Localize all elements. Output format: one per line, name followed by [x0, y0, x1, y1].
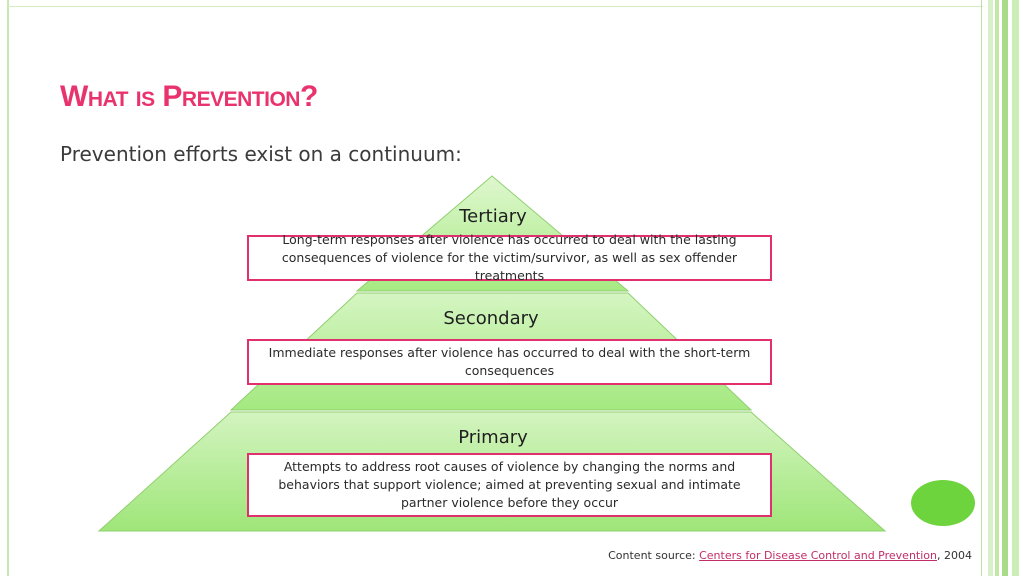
source-prefix: Content source:: [608, 549, 700, 562]
tier-title-tertiary: Tertiary: [459, 206, 527, 227]
content-source: Content source: Centers for Disease Cont…: [608, 549, 972, 562]
right-stripe: [995, 0, 999, 576]
right-stripe: [1002, 0, 1008, 576]
right-stripe: [1012, 0, 1019, 576]
slide-frame-top: [7, 6, 983, 7]
tier-description-secondary: Immediate responses after violence has o…: [247, 339, 772, 385]
slide-frame-left: [7, 0, 9, 576]
slide-frame-right-line: [981, 0, 982, 576]
tier-title-secondary: Secondary: [443, 308, 539, 329]
decorative-green-circle: [911, 480, 975, 526]
page-subtitle: Prevention efforts exist on a continuum:: [60, 142, 462, 166]
source-link[interactable]: Centers for Disease Control and Preventi…: [699, 549, 937, 562]
page-title: What is Prevention?: [60, 80, 318, 113]
right-stripe: [988, 0, 993, 576]
tier-description-primary: Attempts to address root causes of viole…: [247, 453, 772, 517]
tier-description-tertiary: Long-term responses after violence has o…: [247, 232, 772, 283]
tier-title-primary: Primary: [458, 427, 528, 448]
source-suffix: , 2004: [937, 549, 972, 562]
